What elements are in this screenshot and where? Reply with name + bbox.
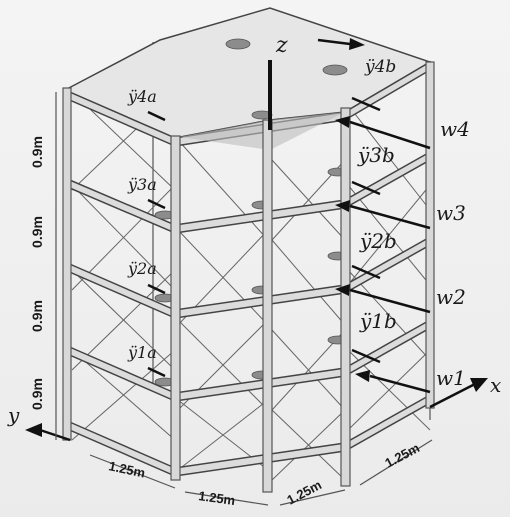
columns: [62, 61, 435, 493]
accel-label-1b: ÿ1b: [359, 309, 397, 333]
width-label-br1: 1.25m: [284, 477, 324, 508]
input-label-w3: w3: [436, 201, 466, 225]
accel-label-4b: ÿ4b: [364, 57, 396, 77]
column-right: [425, 61, 435, 409]
accel-arrows-a: [147, 110, 166, 378]
dimension-lines: [55, 92, 433, 506]
accel-label-1a: ÿ1a: [127, 343, 157, 362]
height-label-4: 0.9m: [29, 136, 45, 168]
width-label-br2: 1.25m: [382, 440, 422, 471]
accel-label-3a: ÿ3a: [127, 175, 157, 194]
accel-label-2a: ÿ2a: [127, 259, 157, 278]
column-front-mid: [262, 119, 273, 493]
input-label-w4: w4: [440, 117, 470, 141]
height-label-2: 0.9m: [29, 300, 45, 332]
xy-axes: [25, 378, 488, 442]
column-left: [62, 87, 72, 441]
y-axis-label: y: [7, 403, 20, 427]
height-label-3: 0.9m: [29, 216, 45, 248]
w-arrows: [335, 116, 431, 394]
height-label-1: 0.9m: [29, 378, 45, 410]
z-axis-label: z: [275, 33, 288, 58]
x-axis-label: x: [490, 373, 501, 397]
input-label-w1: w1: [436, 366, 466, 390]
column-front-left: [170, 135, 181, 481]
width-label-bl1: 1.25m: [107, 458, 146, 480]
input-label-w2: w2: [436, 285, 466, 309]
accel-label-3b: ÿ3b: [357, 143, 395, 167]
accel-label-2b: ÿ2b: [359, 229, 397, 253]
column-front-right: [340, 107, 351, 487]
width-label-bl2: 1.25m: [198, 488, 237, 508]
accel-label-4a: ÿ4a: [127, 87, 157, 106]
accel-arrows-b: [351, 96, 381, 364]
y4b-arrow: [317, 38, 365, 50]
